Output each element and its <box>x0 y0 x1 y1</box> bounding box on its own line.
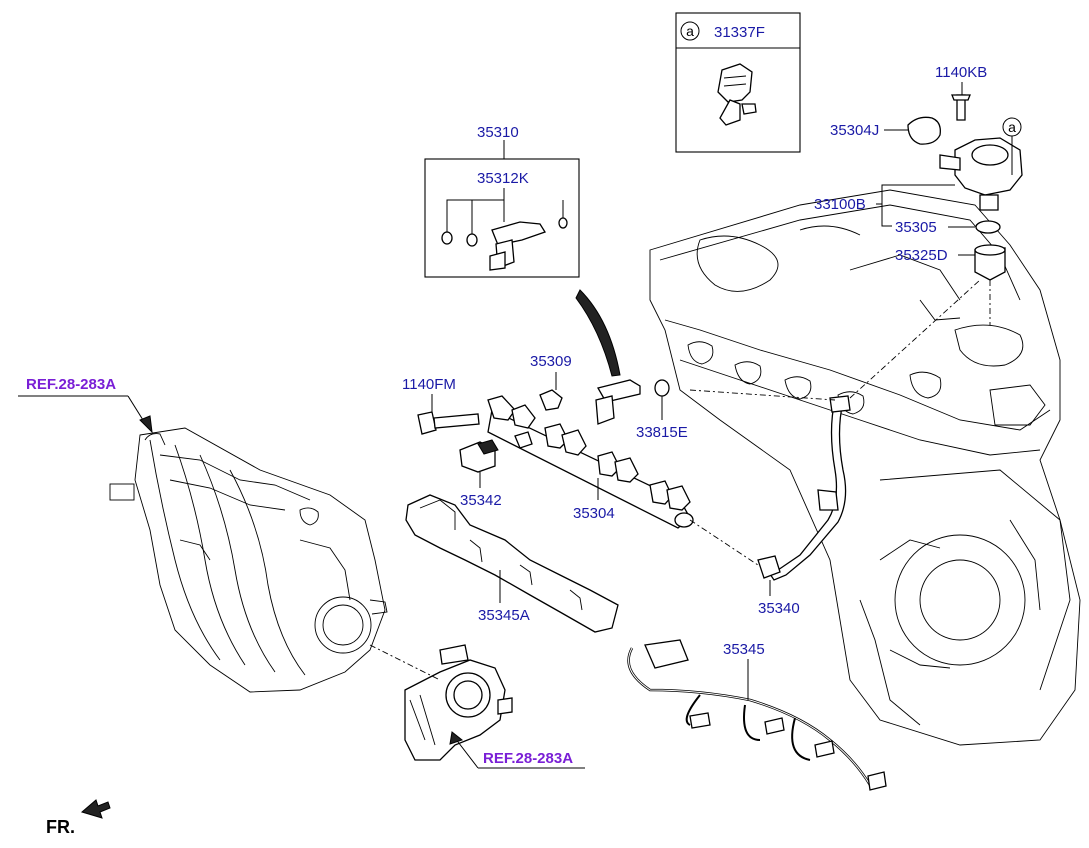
fuel-rail-illustration <box>487 395 694 529</box>
part-label-1140KB[interactable]: 1140KB <box>935 64 987 81</box>
callout-letter-a: a <box>686 23 694 39</box>
intake-manifold-illustration <box>109 427 388 693</box>
throttle-body-illustration <box>404 644 513 761</box>
front-arrow-icon <box>80 799 111 819</box>
reference-link-bottom[interactable]: REF.28-283A <box>483 750 573 767</box>
callout-letter-a-pump: a <box>1008 119 1016 135</box>
part-label-35309[interactable]: 35309 <box>530 353 572 370</box>
bolt-1140FM-illustration <box>417 411 480 435</box>
part-label-1140FM[interactable]: 1140FM <box>402 376 456 393</box>
heat-shield-illustration <box>405 494 619 633</box>
part-label-35312K[interactable]: 35312K <box>477 170 529 187</box>
part-label-35342[interactable]: 35342 <box>460 492 502 509</box>
part-label-33815E[interactable]: 33815E <box>636 424 688 441</box>
pressure-sensor-illustration <box>459 439 499 473</box>
part-label-31337F[interactable]: 31337F <box>714 24 765 41</box>
part-label-35340[interactable]: 35340 <box>758 600 800 617</box>
part-label-35345A[interactable]: 35345A <box>478 607 530 624</box>
engine-block-illustration <box>649 189 1081 746</box>
part-label-35304[interactable]: 35304 <box>573 505 615 522</box>
callout-box-31337F: a 31337F <box>675 12 801 153</box>
injector-35309-illustration <box>539 289 670 425</box>
part-label-35304J[interactable]: 35304J <box>830 122 879 139</box>
part-label-35345[interactable]: 35345 <box>723 641 765 658</box>
reference-link-left[interactable]: REF.28-283A <box>26 376 116 393</box>
front-direction-label: FR. <box>46 817 75 837</box>
injector-kit-illustration <box>441 217 568 271</box>
wiring-harness-illustration <box>627 639 887 791</box>
fuel-pump-illustration: a <box>907 94 1023 281</box>
fuel-pipe-illustration <box>757 395 851 581</box>
part-label-35325D[interactable]: 35325D <box>895 247 948 264</box>
callout-box-35310: 35310 35312K <box>424 124 580 278</box>
bracket-clip-illustration <box>717 63 757 126</box>
part-label-35310[interactable]: 35310 <box>477 124 519 141</box>
part-label-33100B[interactable]: 33100B <box>814 196 866 213</box>
part-label-35305[interactable]: 35305 <box>895 219 937 236</box>
